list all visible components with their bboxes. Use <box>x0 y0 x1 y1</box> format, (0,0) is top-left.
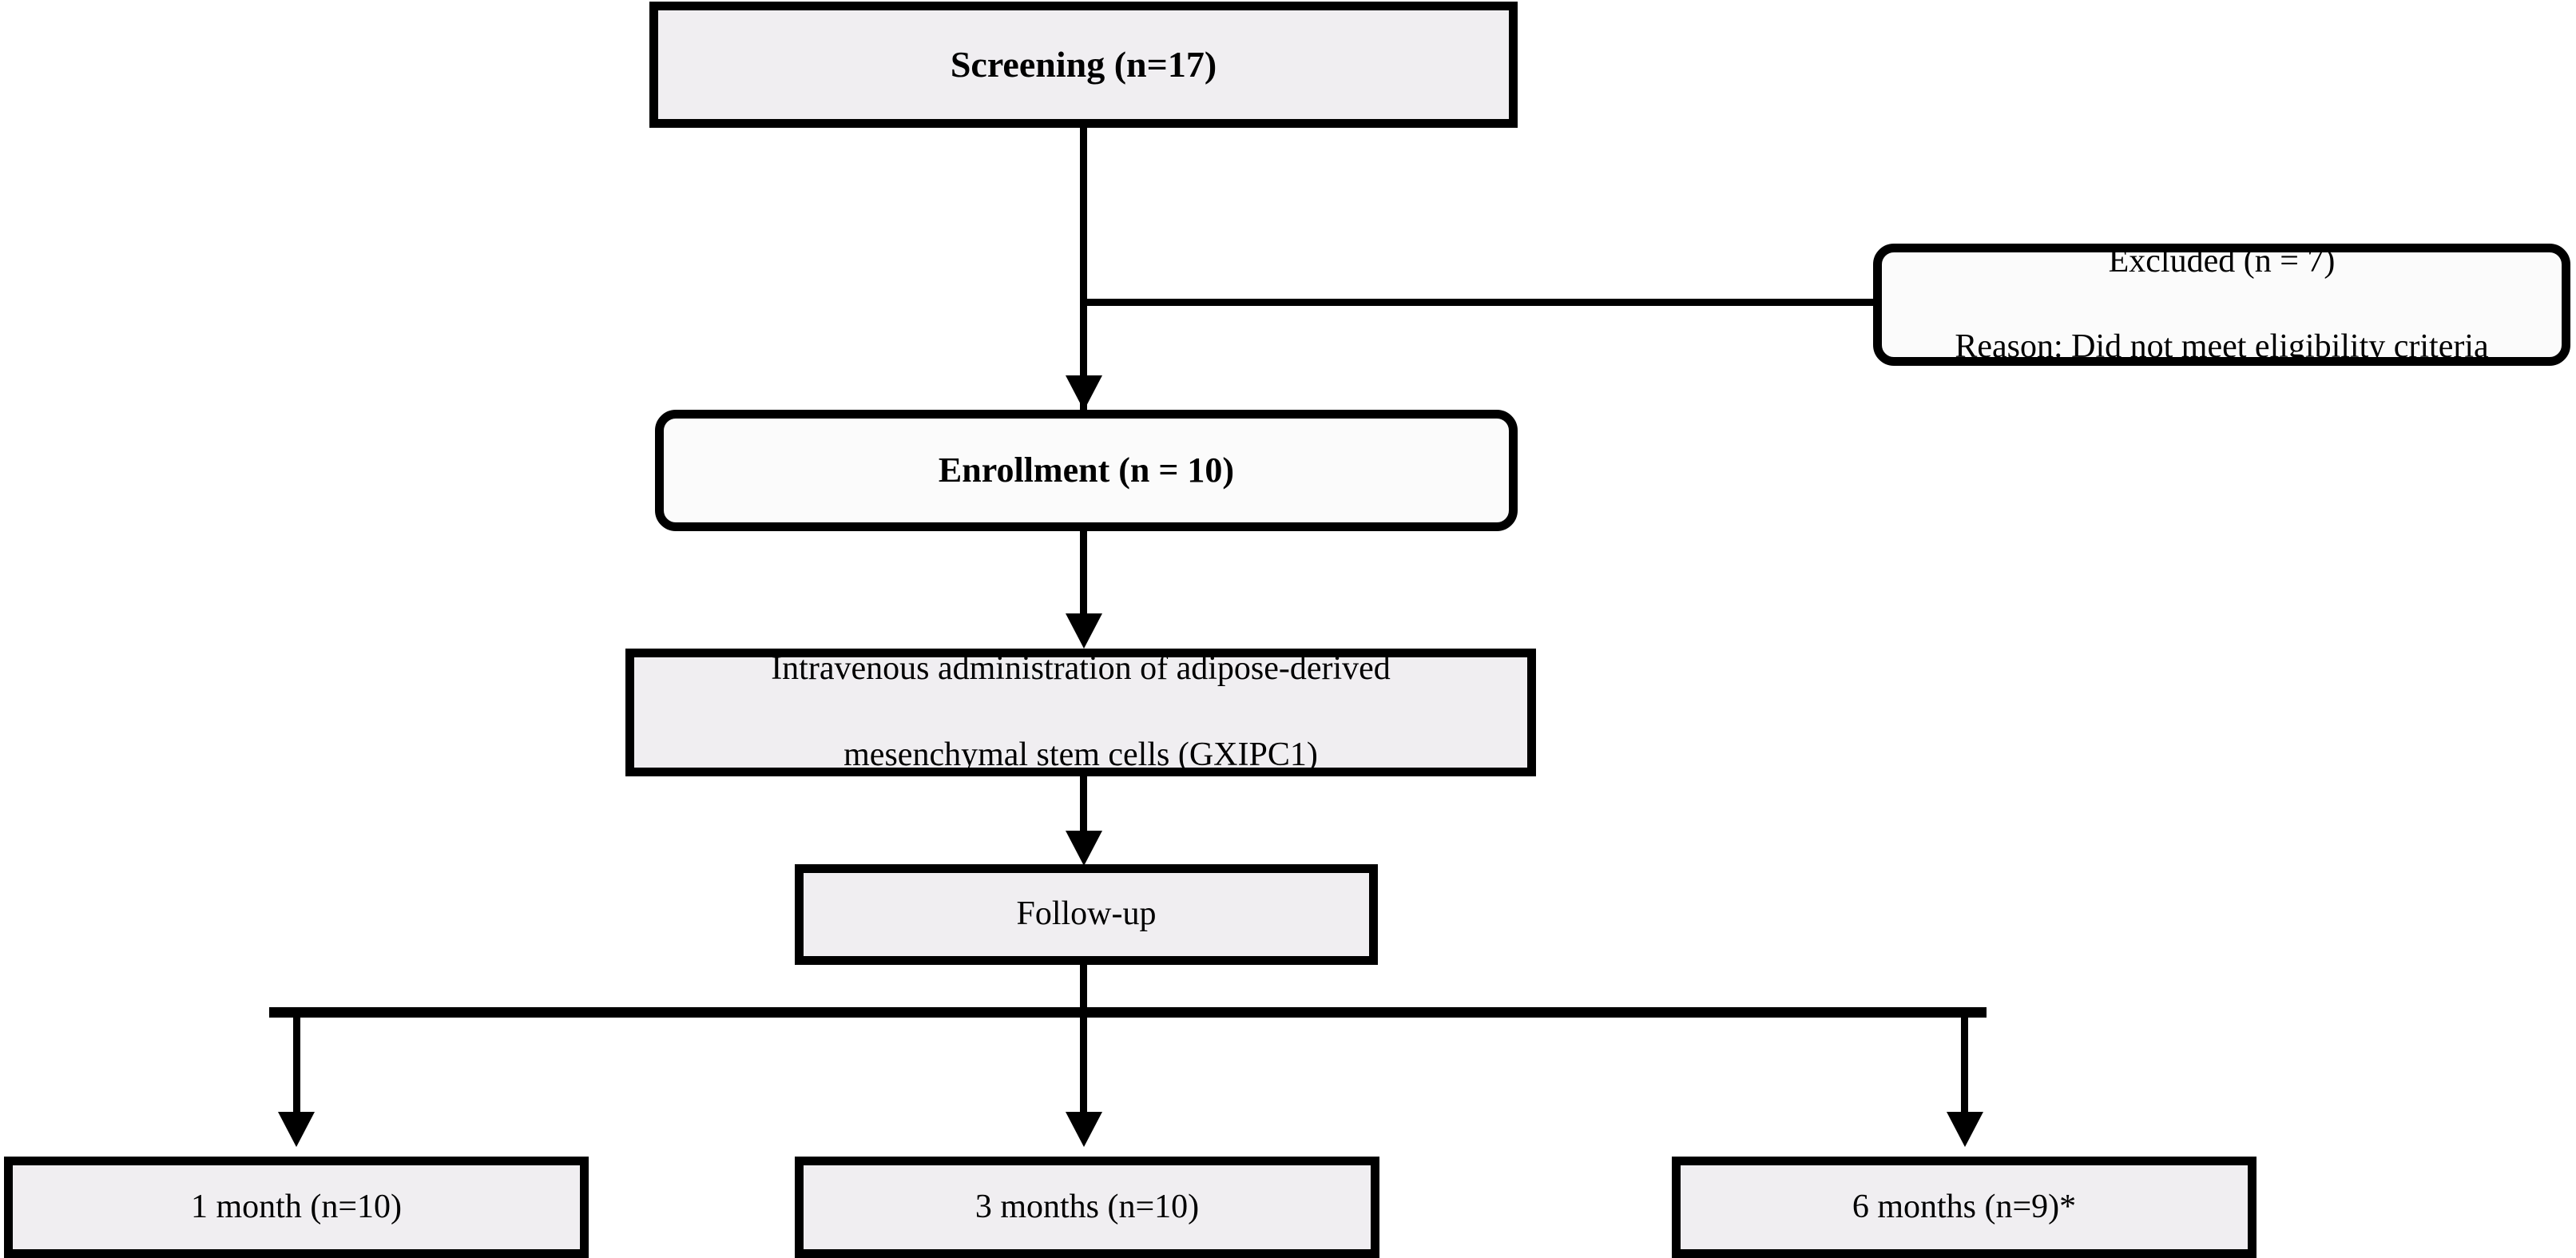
node-enrollment: Enrollment (n = 10) <box>655 410 1518 531</box>
node-screening-label: Screening (n=17) <box>950 43 1217 85</box>
connector-treatment-stem <box>1080 776 1087 834</box>
node-treatment-line2: mesenchymal stem cells (GXIPC1) <box>843 736 1318 773</box>
node-screening: Screening (n=17) <box>649 2 1518 128</box>
arrowhead-to-month3 <box>1066 1112 1102 1147</box>
node-treatment-line1: Intravenous administration of adipose-de… <box>771 650 1391 688</box>
arrowhead-treatment-to-followup <box>1066 831 1102 866</box>
node-enrollment-label: Enrollment (n = 10) <box>938 450 1235 490</box>
node-followup-label: Follow-up <box>1016 895 1157 933</box>
connector-followup-bus <box>269 1007 1987 1018</box>
connector-drop-month6 <box>1961 1007 1968 1119</box>
connector-screening-stem <box>1080 128 1087 411</box>
node-excluded: Excluded (n = 7) Reason: Did not meet eli… <box>1873 243 2570 366</box>
node-month3-label: 3 months (n=10) <box>974 1188 1200 1225</box>
node-followup: Follow-up <box>795 864 1378 965</box>
arrowhead-to-month6 <box>1947 1112 1983 1147</box>
connector-drop-month3 <box>1080 1007 1087 1119</box>
node-excluded-line1: Excluded (n = 7) <box>2108 242 2336 280</box>
arrowhead-enrollment-to-treatment <box>1066 613 1102 649</box>
node-month1-label: 1 month (n=10) <box>191 1188 402 1225</box>
node-treatment-text: Intravenous administration of adipose-de… <box>748 648 1413 776</box>
connector-screening-to-excluded <box>1083 299 1875 306</box>
connector-followup-stem <box>1080 965 1087 1014</box>
node-month6: 6 months (n=9)* <box>1672 1157 2256 1258</box>
node-excluded-text: Excluded (n = 7) Reason: Did not meet eli… <box>1932 240 2511 369</box>
node-month1: 1 month (n=10) <box>4 1157 589 1258</box>
connector-drop-month1 <box>293 1007 300 1119</box>
node-month3: 3 months (n=10) <box>795 1157 1379 1258</box>
arrowhead-to-month1 <box>278 1112 315 1147</box>
node-excluded-line2: Reason: Did not meet eligibility criteri… <box>1955 328 2489 366</box>
connector-enrollment-stem <box>1080 531 1087 615</box>
arrowhead-screening-to-enrollment <box>1066 375 1102 411</box>
node-month6-label: 6 months (n=9)* <box>1852 1188 2077 1225</box>
node-treatment: Intravenous administration of adipose-de… <box>625 649 1536 776</box>
